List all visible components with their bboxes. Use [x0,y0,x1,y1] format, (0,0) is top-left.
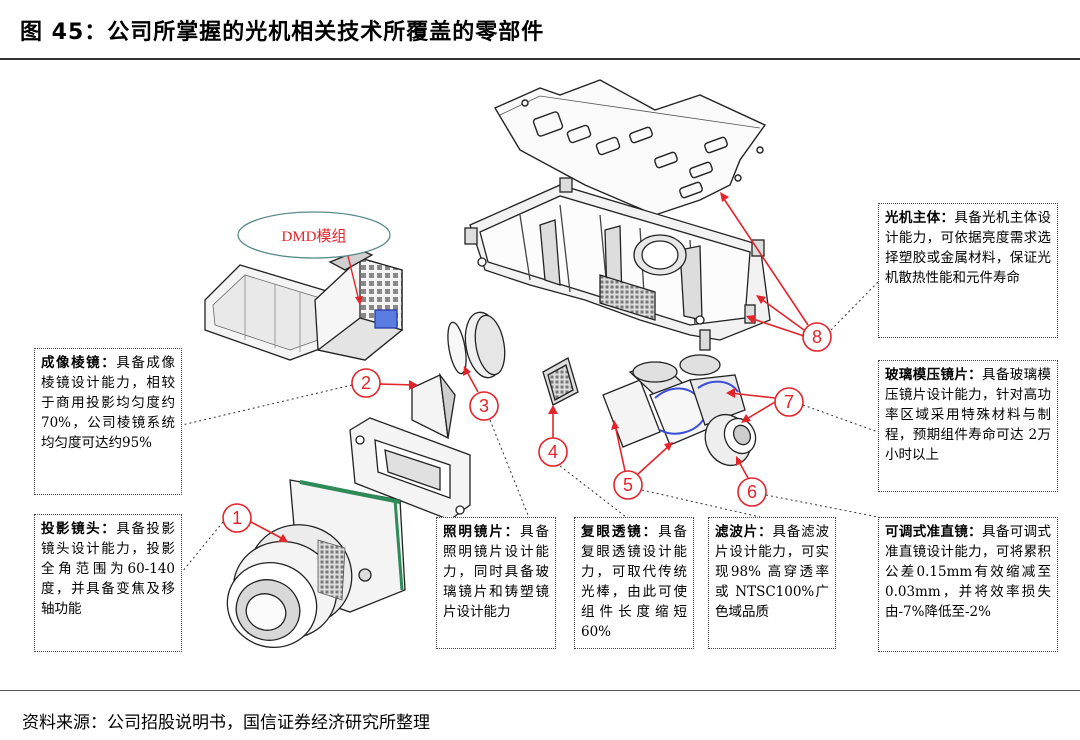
projection-lens-text: 具备投影镜头设计能力，投影全角范围为60-140度，并具备变焦及移轴功能 [41,521,175,617]
callout-5: 5 [623,475,633,495]
projection-lens [226,479,406,649]
fly-eye-lens-label: 复眼透镜： [581,524,659,540]
callout-markers [222,192,832,542]
illumination-lenses [447,311,506,379]
imaging-prism [411,372,456,440]
dmd-bracket [349,417,471,521]
optical-body-text: 具备光机主体设计能力，可依据亮度需求选择塑胶或金属材料，保证光机散热性能和元件寿… [885,210,1052,286]
glass-lens-text: 具备玻璃模压镜片设计能力，针对高功率区域采用特殊材料与制程，预期组件寿命可达 2… [885,367,1052,463]
figure-source: 资料来源：公司招股说明书，国信证券经济研究所整理 [22,713,430,733]
illumination-lens-box: 照明镜片：具备照明镜片设计能力，同时具备玻璃镜片和铸塑镜片设计能力 [436,517,556,649]
optical-engine-housing [464,177,771,351]
callout-3: 3 [479,396,489,416]
projection-lens-box: 投影镜头：具备投影镜头设计能力，投影全角范围为60-140度，并具备变焦及移轴功… [34,514,182,652]
leader-lines [181,281,879,573]
fly-eye-lens-text: 具备复眼透镜设计能力，可取代传统光棒，由此可使组件长度缩短60% [581,524,688,640]
dmd-module [204,249,404,361]
illumination-lens-label: 照明镜片： [443,524,521,540]
callout-6: 6 [747,482,757,502]
dmd-callout-ellipse [237,211,391,259]
collimator-label: 可调式准直镜： [885,524,983,540]
dmd-callout-label: DMD模组 [281,228,346,245]
callout-2: 2 [361,373,371,393]
fly-eye-lens-box: 复眼透镜：具备复眼透镜设计能力，可取代传统光棒，由此可使组件长度缩短60% [574,517,694,649]
fly-eye-lens [542,357,579,406]
figure-title: 图 45：公司所掌握的光机相关技术所覆盖的零部件 [20,20,545,45]
top-cover-plate [493,79,767,216]
glass-lens-box: 玻璃模压镜片：具备玻璃模压镜片设计能力，针对高功率区域采用特殊材料与制程，预期组… [878,360,1058,492]
optical-engine-diagram: DMD模组 [181,79,879,649]
title-rule [0,58,1080,60]
illumination-lens-text: 具备照明镜片设计能力，同时具备玻璃镜片和铸塑镜片设计能力 [443,524,550,620]
filter-and-collimator [602,354,757,466]
filter-label: 滤波片： [715,524,773,540]
imaging-prism-label: 成像棱镜： [41,355,117,371]
projection-lens-label: 投影镜头： [41,521,117,537]
callout-1: 1 [232,508,242,528]
optical-body-box: 光机主体：具备光机主体设计能力，可依据亮度需求选择塑胶或金属材料，保证光机散热性… [878,203,1058,338]
filter-box: 滤波片：具备滤波片设计能力，可实现98% 高穿透率或 NTSC100%广色域品质 [708,517,836,649]
collimator-text: 具备可调式准直镜设计能力，可将累积公差0.15mm有效缩减至0.03mm，并将效… [885,524,1052,620]
callout-numbers: 1 2 3 4 5 6 7 8 [232,327,822,528]
imaging-prism-text: 具备成像棱镜设计能力，相较于商用投影均匀度约70%，公司棱镜系统均匀度可达约95… [41,355,175,451]
filter-text: 具备滤波片设计能力，可实现98% 高穿透率或 NTSC100%广色域品质 [715,524,830,620]
callout-4: 4 [548,442,558,462]
callout-8: 8 [812,327,822,347]
imaging-prism-box: 成像棱镜：具备成像棱镜设计能力，相较于商用投影均匀度约70%，公司棱镜系统均匀度… [34,348,182,495]
glass-lens-label: 玻璃模压镜片： [885,367,983,383]
callout-7: 7 [784,392,794,412]
optical-body-label: 光机主体： [885,210,955,226]
collimator-box: 可调式准直镜：具备可调式准直镜设计能力，可将累积公差0.15mm有效缩减至0.0… [878,517,1058,652]
source-rule [0,690,1080,691]
